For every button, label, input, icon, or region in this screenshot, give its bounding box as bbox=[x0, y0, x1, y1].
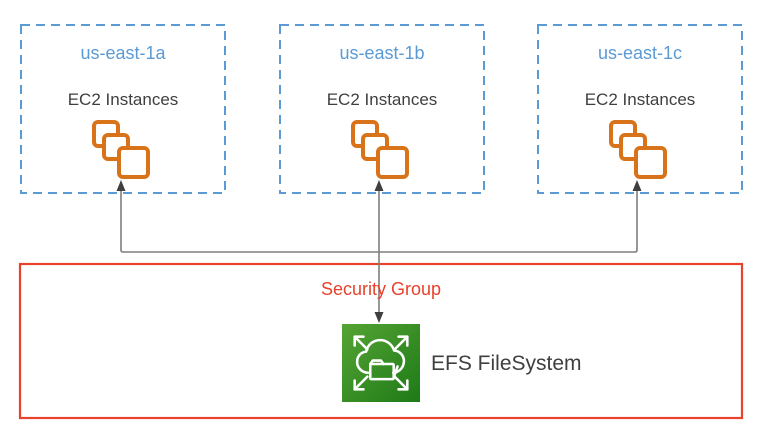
az-title: us-east-1a bbox=[80, 43, 166, 63]
ec2-instances-label: EC2 Instances bbox=[67, 90, 179, 109]
az-title: us-east-1c bbox=[597, 43, 683, 63]
ec2-instances-label: EC2 Instances bbox=[584, 90, 696, 109]
ec2-instances-icon bbox=[609, 120, 669, 180]
az-title: us-east-1b bbox=[339, 43, 425, 63]
az-box-us-east-1b: us-east-1b EC2 Instances bbox=[279, 24, 485, 194]
ec2-instances-label: EC2 Instances bbox=[326, 90, 438, 109]
az-box-us-east-1a: us-east-1a EC2 Instances bbox=[20, 24, 226, 194]
efs-icon bbox=[342, 324, 420, 402]
az-box-us-east-1c: us-east-1c EC2 Instances bbox=[537, 24, 743, 194]
ec2-instances-icon bbox=[92, 120, 152, 180]
security-group-label: Security Group bbox=[320, 279, 442, 299]
ec2-square-front-icon bbox=[634, 146, 667, 179]
ec2-square-front-icon bbox=[117, 146, 150, 179]
efs-filesystem-label: EFS FileSystem bbox=[431, 352, 582, 375]
ec2-square-front-icon bbox=[376, 146, 409, 179]
ec2-instances-icon bbox=[351, 120, 411, 180]
